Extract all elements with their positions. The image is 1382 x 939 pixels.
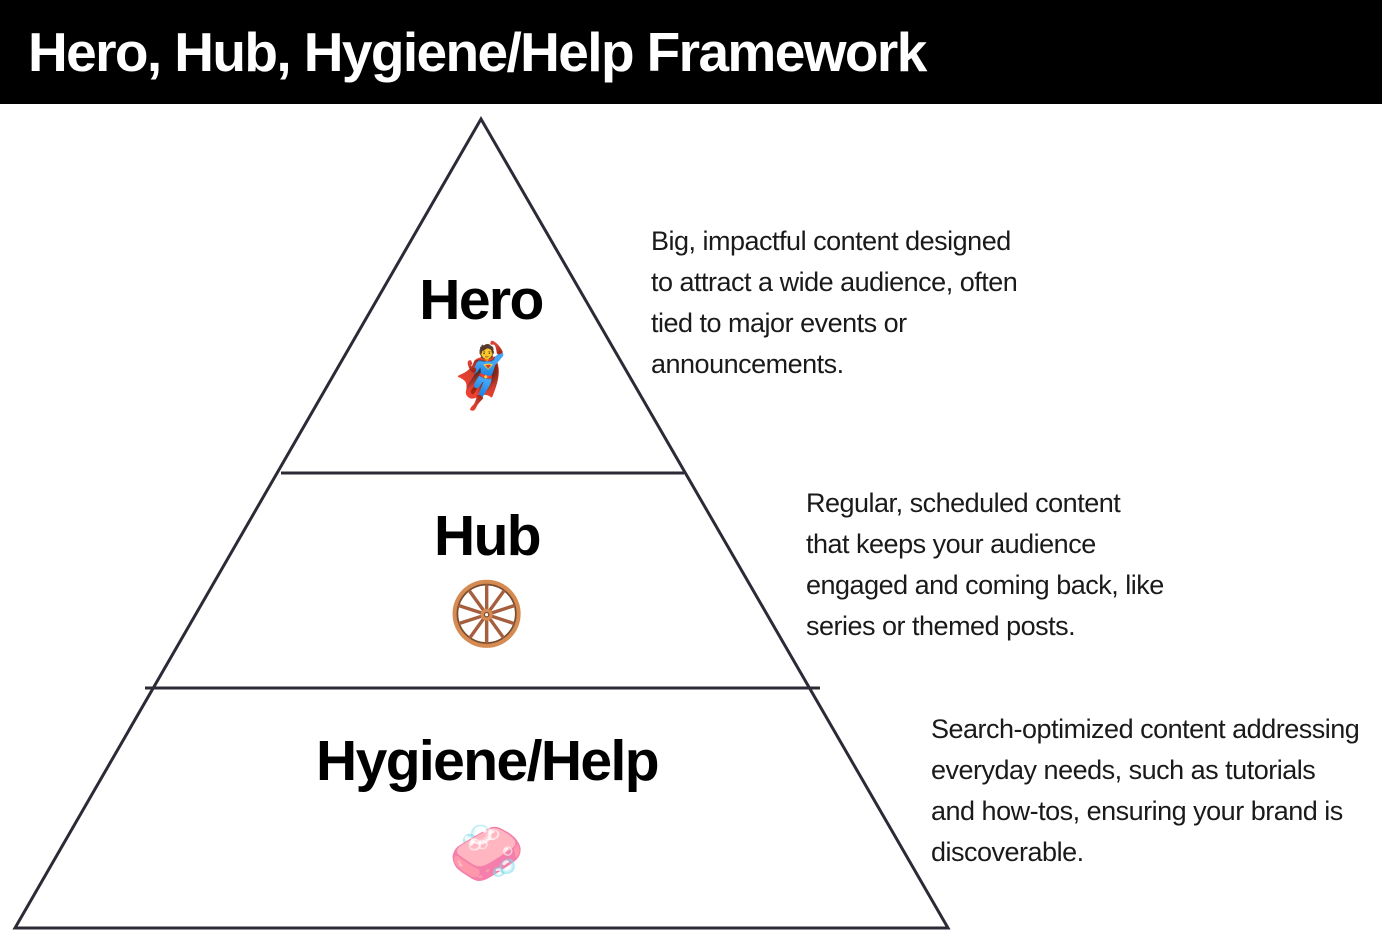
wagon-wheel-icon: 🛞 <box>448 577 526 650</box>
page-title: Hero, Hub, Hygiene/Help Framework <box>28 21 927 83</box>
tier-description-hero: Big, impactful content designed to attra… <box>651 226 1018 379</box>
superhero-icon: 🦸 <box>442 339 520 412</box>
pyramid-outline <box>12 115 951 930</box>
tier-label-hub: Hub <box>434 504 542 568</box>
soap-icon: 🧼 <box>448 816 526 889</box>
tier-label-hero: Hero <box>419 268 544 332</box>
title-bar: Hero, Hub, Hygiene/Help Framework <box>0 0 1382 104</box>
tier-label-hygiene-help: Hygiene/Help <box>316 729 660 793</box>
tier-description-hub: Regular, scheduled content that keeps yo… <box>806 488 1164 641</box>
tier-description-hygiene-help: Search-optimized content addressing ever… <box>931 714 1360 867</box>
